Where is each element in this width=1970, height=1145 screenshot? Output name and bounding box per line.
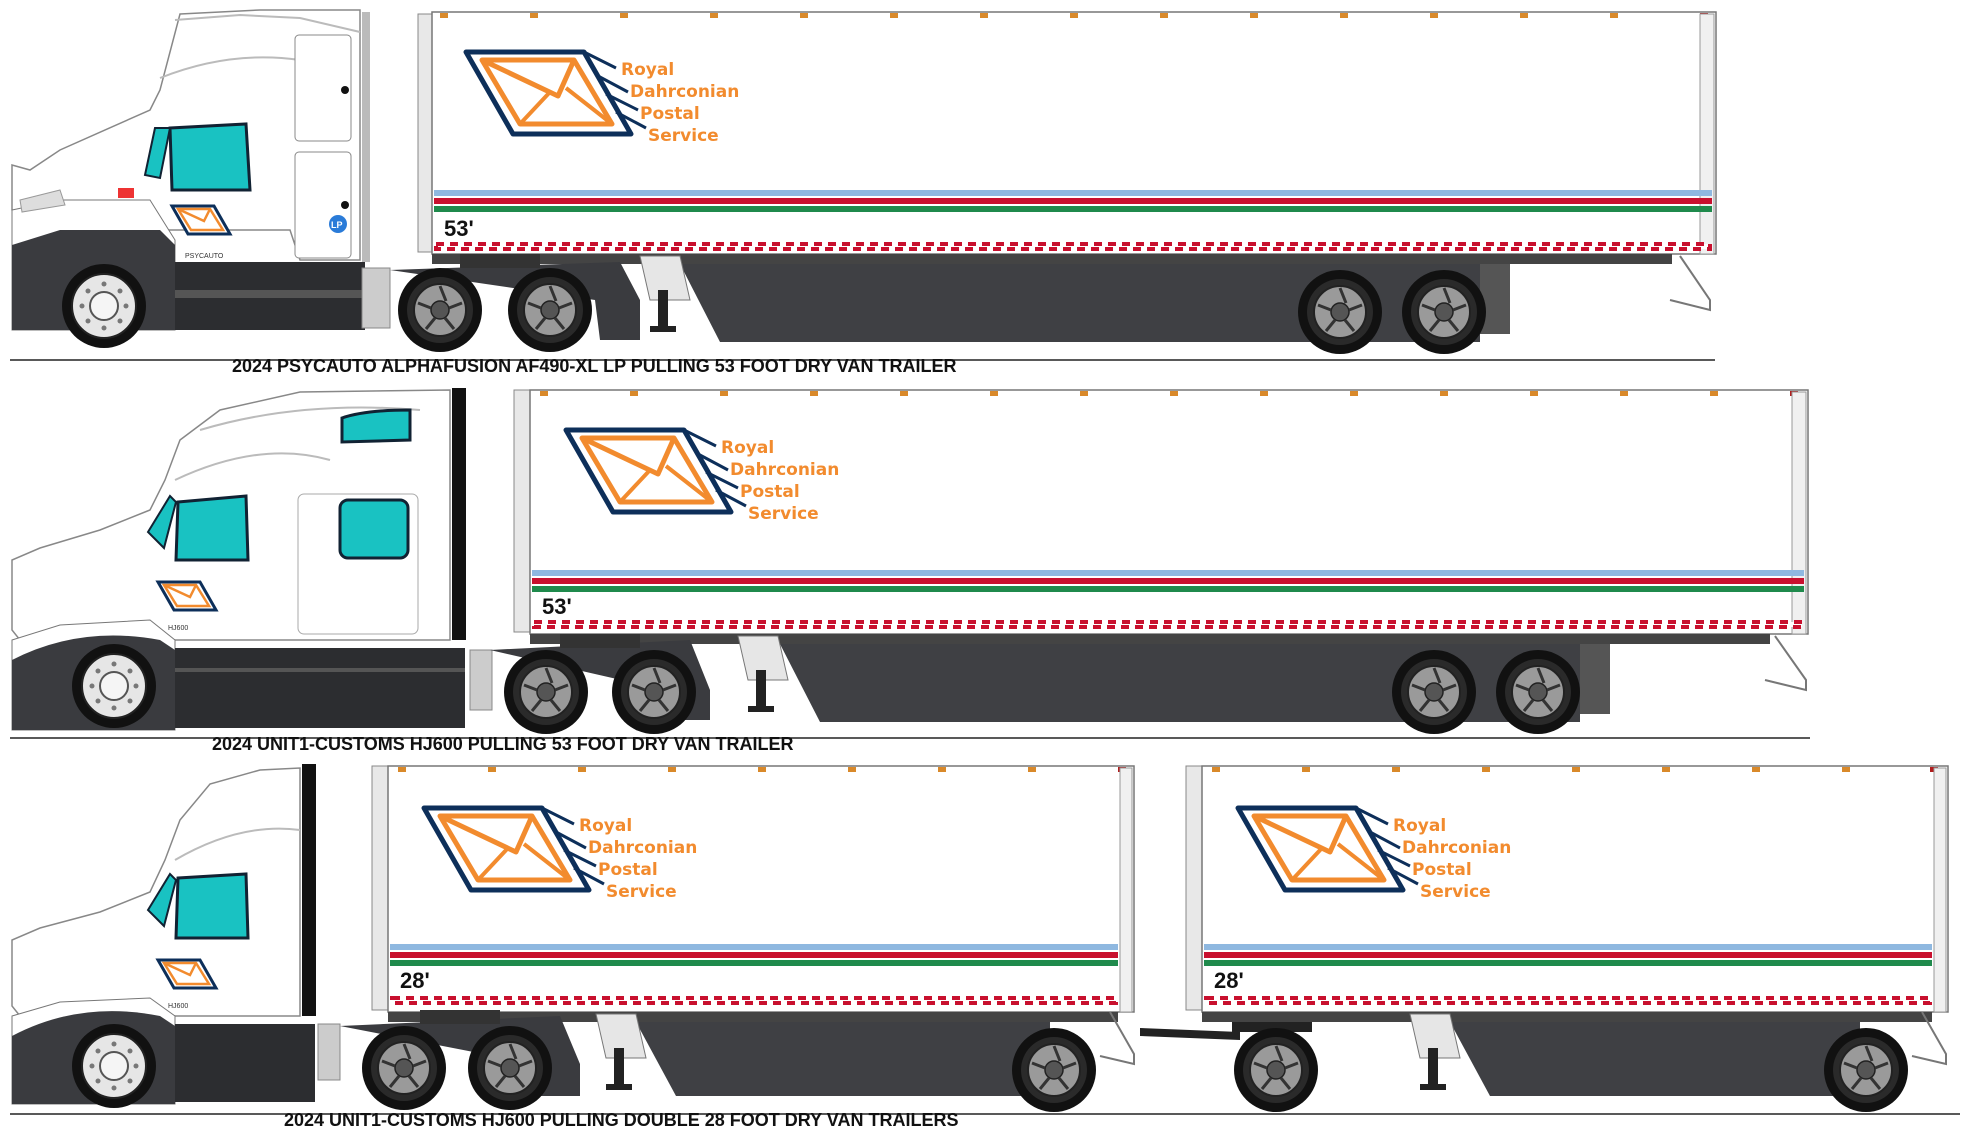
logo-line-postal: Postal	[740, 482, 800, 502]
converter-dolly	[1140, 1018, 1320, 1114]
maker-badge: HJ600	[168, 1003, 188, 1010]
trailer-wheel	[1010, 1026, 1098, 1114]
trailer-wheel-rear	[1400, 268, 1488, 356]
rdps-logo: Royal Dahrconian Postal Service	[466, 52, 739, 146]
trailer-wheel-rear	[1494, 648, 1582, 736]
drive-wheel-front	[396, 266, 484, 354]
drive-wheel-rear	[610, 648, 698, 736]
logo-line-royal: Royal	[1393, 816, 1446, 836]
logo-line-dahrconian: Dahrconian	[730, 460, 839, 480]
logo-line-postal: Postal	[1412, 860, 1472, 880]
lp-badge: LP	[329, 215, 347, 233]
row-2-trailer: 53' Royal Dahrconian Postal Service	[513, 389, 1809, 736]
row-3-rig: 28' Royal Dahrconian Postal Service	[10, 764, 1960, 1130]
trailer-length-label: 53'	[542, 594, 572, 619]
logo-line-dahrconian: Dahrconian	[630, 82, 739, 102]
steer-wheel	[61, 263, 147, 349]
windshield	[143, 127, 172, 180]
row-1-trailer: 53' Royal Dahrconian Postal Service	[417, 11, 1717, 356]
maker-badge: PSYCAUTO	[185, 253, 224, 260]
logo-line-postal: Postal	[640, 104, 700, 124]
logo-line-dahrconian: Dahrconian	[1402, 838, 1511, 858]
trailer-length-label: 28'	[400, 968, 430, 993]
logo-line-dahrconian: Dahrconian	[588, 838, 697, 858]
steer-wheel	[71, 643, 157, 729]
trailer-wheel-front	[1296, 268, 1384, 356]
trailer-wheel-front	[1390, 648, 1478, 736]
rear-bumper	[1099, 1011, 1135, 1066]
row-3-trailer-front: 28' Royal Dahrconian Postal Service	[371, 765, 1135, 1114]
logo-line-service: Service	[748, 504, 819, 524]
sleeper-window	[338, 498, 410, 560]
side-skirt	[636, 1022, 1050, 1096]
row-1-rig: 53' Royal Dahrconian Postal Service	[10, 9, 1717, 376]
row-1-caption: 2024 PSYCAUTO ALPHAFUSION AF490-XL LP PU…	[232, 356, 956, 376]
logo-line-postal: Postal	[598, 860, 658, 880]
logo-line-royal: Royal	[579, 816, 632, 836]
row-2-rig: 53' Royal Dahrconian Postal Service	[10, 388, 1810, 754]
rdps-logo: Royal Dahrconian Postal Service	[424, 808, 697, 902]
trailer-wheel	[1822, 1026, 1910, 1114]
logo-line-royal: Royal	[621, 60, 674, 80]
row-1-tractor: LP PSYCAUTO	[11, 9, 640, 354]
drive-wheel-rear	[466, 1024, 554, 1112]
landing-gear	[737, 635, 789, 712]
headlight	[19, 189, 66, 213]
landing-gear	[1409, 1013, 1461, 1090]
livery-stripes	[390, 944, 1118, 966]
logo-line-service: Service	[648, 126, 719, 146]
drive-wheel-front	[360, 1024, 448, 1112]
row-3-caption: 2024 UNIT1-CUSTOMS HJ600 PULLING DOUBLE …	[284, 1110, 958, 1130]
trailer-length-label: 53'	[444, 216, 474, 241]
side-skirt	[780, 644, 1580, 722]
row-2-tractor: HJ600	[11, 388, 710, 736]
rdps-logo: Royal Dahrconian Postal Service	[1238, 808, 1511, 902]
livery-stripes	[434, 190, 1712, 212]
logo-line-service: Service	[606, 882, 677, 902]
svg-text:LP: LP	[331, 220, 343, 230]
door-window	[168, 122, 252, 192]
side-skirt	[680, 264, 1480, 342]
row-3-trailer-rear: 28' Royal Dahrconian Postal Service	[1185, 765, 1949, 1114]
windshield	[146, 872, 178, 928]
roof-window	[340, 408, 412, 444]
maker-badge: HJ600	[168, 625, 188, 632]
landing-gear	[595, 1013, 647, 1090]
row-2-caption: 2024 UNIT1-CUSTOMS HJ600 PULLING 53 FOOT…	[212, 734, 793, 754]
rear-bumper	[1764, 635, 1807, 692]
door-window	[174, 872, 250, 940]
steer-wheel	[71, 1023, 157, 1109]
rdps-logo: Royal Dahrconian Postal Service	[566, 430, 839, 524]
drive-wheel-front	[502, 648, 590, 736]
row-3-tractor: HJ600	[11, 764, 580, 1112]
livery-stripes	[532, 570, 1804, 592]
landing-gear	[639, 255, 691, 332]
rear-bumper	[1669, 255, 1711, 312]
windshield	[146, 494, 178, 550]
maker-emblem	[118, 188, 134, 198]
door-window	[174, 494, 250, 562]
logo-line-service: Service	[1420, 882, 1491, 902]
livery-stripes	[1204, 944, 1932, 966]
dolly-wheel	[1232, 1026, 1320, 1114]
logo-line-royal: Royal	[721, 438, 774, 458]
drive-wheel-rear	[506, 266, 594, 354]
trailer-length-label: 28'	[1214, 968, 1244, 993]
rear-bumper	[1911, 1011, 1947, 1066]
side-skirt	[1450, 1022, 1860, 1096]
